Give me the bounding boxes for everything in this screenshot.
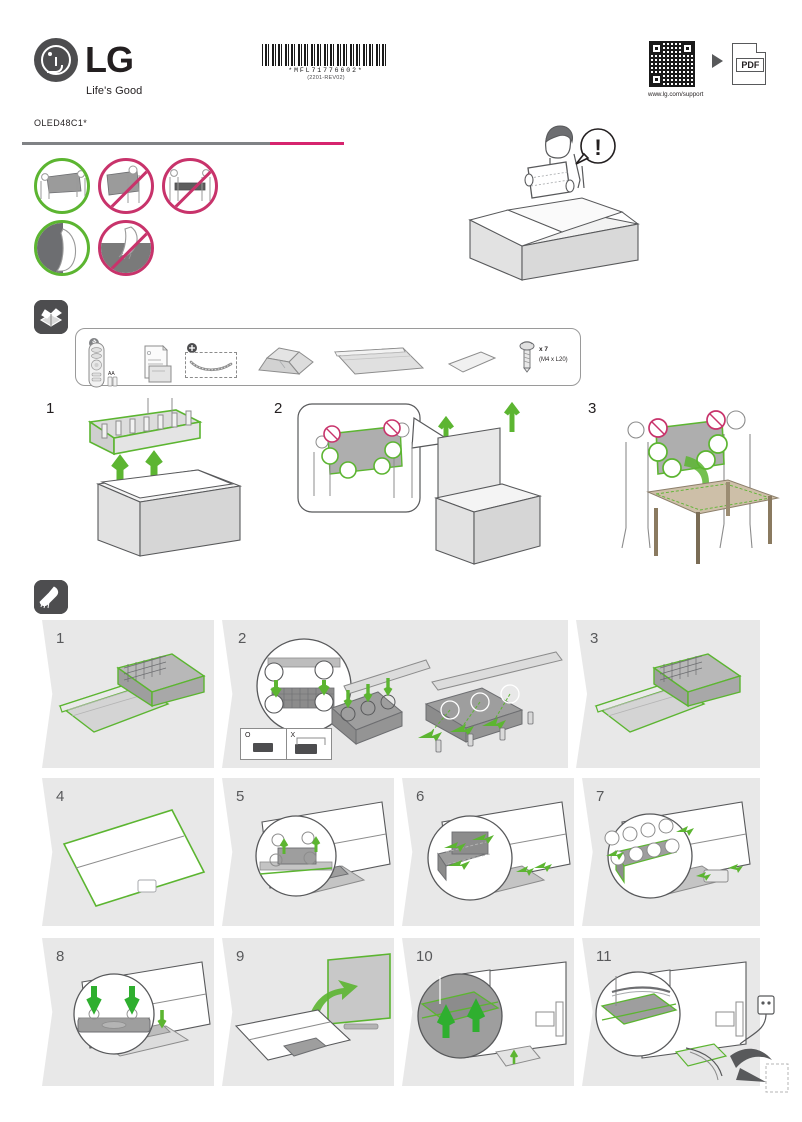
assembly-section-icon [34, 580, 68, 614]
orientation-ng-side: X [285, 729, 332, 759]
orientation-ok-ng-guide: O X [240, 728, 332, 760]
hold-tv-by-frame-ok-icon [34, 220, 90, 276]
lg-logo: LG Life's Good [34, 38, 164, 97]
accessory-manuals [141, 344, 175, 389]
accessory-stand-cover-bar [333, 346, 425, 383]
arrow-right-icon [712, 54, 724, 68]
header-divider [22, 142, 344, 145]
assembly-step-2-illustration [236, 634, 566, 764]
accessory-remote-control: AA [83, 342, 123, 393]
assembly-step-6-illustration [412, 796, 572, 920]
support-url-text: www.lg.com/support [648, 91, 704, 98]
assembly-step-11-number: 11 [596, 948, 612, 965]
accessories-section-icon [34, 300, 68, 334]
assembly-step-2-number: 2 [238, 630, 247, 647]
lg-tagline: Life's Good [86, 85, 143, 97]
assembly-step-10-illustration [410, 952, 574, 1080]
model-number: OLED48C1* [34, 118, 88, 128]
barcode-number: *MFL71776602* [288, 67, 364, 74]
accessory-optional-box [185, 352, 237, 378]
unbox-step-2-number: 2 [274, 400, 283, 417]
svg-text:AA: AA [108, 371, 115, 377]
cable-tie-drawing [189, 356, 235, 379]
assembly-step-9-illustration [232, 952, 394, 1080]
svg-text:!: ! [594, 135, 601, 160]
pdf-document-icon: PDF [732, 43, 767, 85]
barcode-bars-image [262, 44, 388, 66]
unbox-step-2-illustration [296, 398, 546, 566]
unbox-step-1-illustration [80, 398, 260, 558]
touch-screen-prohibited-icon [98, 220, 154, 276]
assembly-step-7-number: 7 [596, 788, 605, 805]
assembly-step-8-number: 8 [56, 948, 65, 965]
carry-tv-two-people-ok-icon [34, 158, 90, 214]
assembly-step-5-illustration [232, 796, 392, 920]
assembly-step-9-number: 9 [236, 948, 245, 965]
assembly-step-4-number: 4 [56, 788, 65, 805]
plus-circle-icon [187, 343, 197, 353]
ng-symbol: X [290, 732, 296, 739]
barcode: *MFL71776602* (2201-REV02) [262, 44, 390, 81]
screw-count-label: x 7 [539, 346, 549, 353]
assembly-step-6-number: 6 [416, 788, 425, 805]
unbox-step-3-illustration [600, 398, 785, 566]
accessory-cable-holder-plate [447, 350, 497, 379]
ok-symbol: O [245, 732, 251, 739]
support-qr-block: www.lg.com/support PDF [648, 40, 767, 98]
accessories-panel [75, 328, 581, 386]
orientation-ok-side: O [241, 729, 286, 759]
assembly-step-7-illustration [592, 796, 754, 920]
handling-warning-icons [34, 158, 234, 282]
accessory-optional-cable-tie [187, 340, 197, 358]
assembly-step-1-illustration [56, 648, 208, 760]
barcode-revision: (2201-REV02) [307, 75, 345, 81]
assembly-step-3-illustration [592, 648, 750, 760]
lg-logo-mark-icon [34, 38, 78, 82]
assembly-step-5-number: 5 [236, 788, 245, 805]
read-manual-illustration: ! [462, 92, 640, 281]
qr-code-icon[interactable] [648, 40, 696, 88]
unbox-step-3-number: 3 [588, 400, 597, 417]
assembly-step-8-illustration [52, 956, 212, 1080]
assembly-step-10-number: 10 [416, 948, 433, 965]
assembly-step-4-illustration [60, 806, 208, 916]
carry-tv-screen-down-prohibited-icon [162, 158, 218, 214]
accessory-screws [517, 340, 537, 379]
accessory-stand-base [255, 346, 317, 385]
carry-tv-one-person-prohibited-icon [98, 158, 154, 214]
header-divider-accent [270, 142, 344, 145]
unbox-step-1-number: 1 [46, 400, 55, 417]
assembly-step-3-number: 3 [590, 630, 599, 647]
assembly-step-1-number: 1 [56, 630, 65, 647]
lg-logo-text: LG [85, 39, 134, 80]
pdf-label: PDF [736, 58, 765, 72]
screw-spec-label: (M4 x L20) [539, 357, 568, 363]
accessories-items: AA [75, 328, 581, 389]
assembly-step-11-illustration [590, 952, 790, 1094]
